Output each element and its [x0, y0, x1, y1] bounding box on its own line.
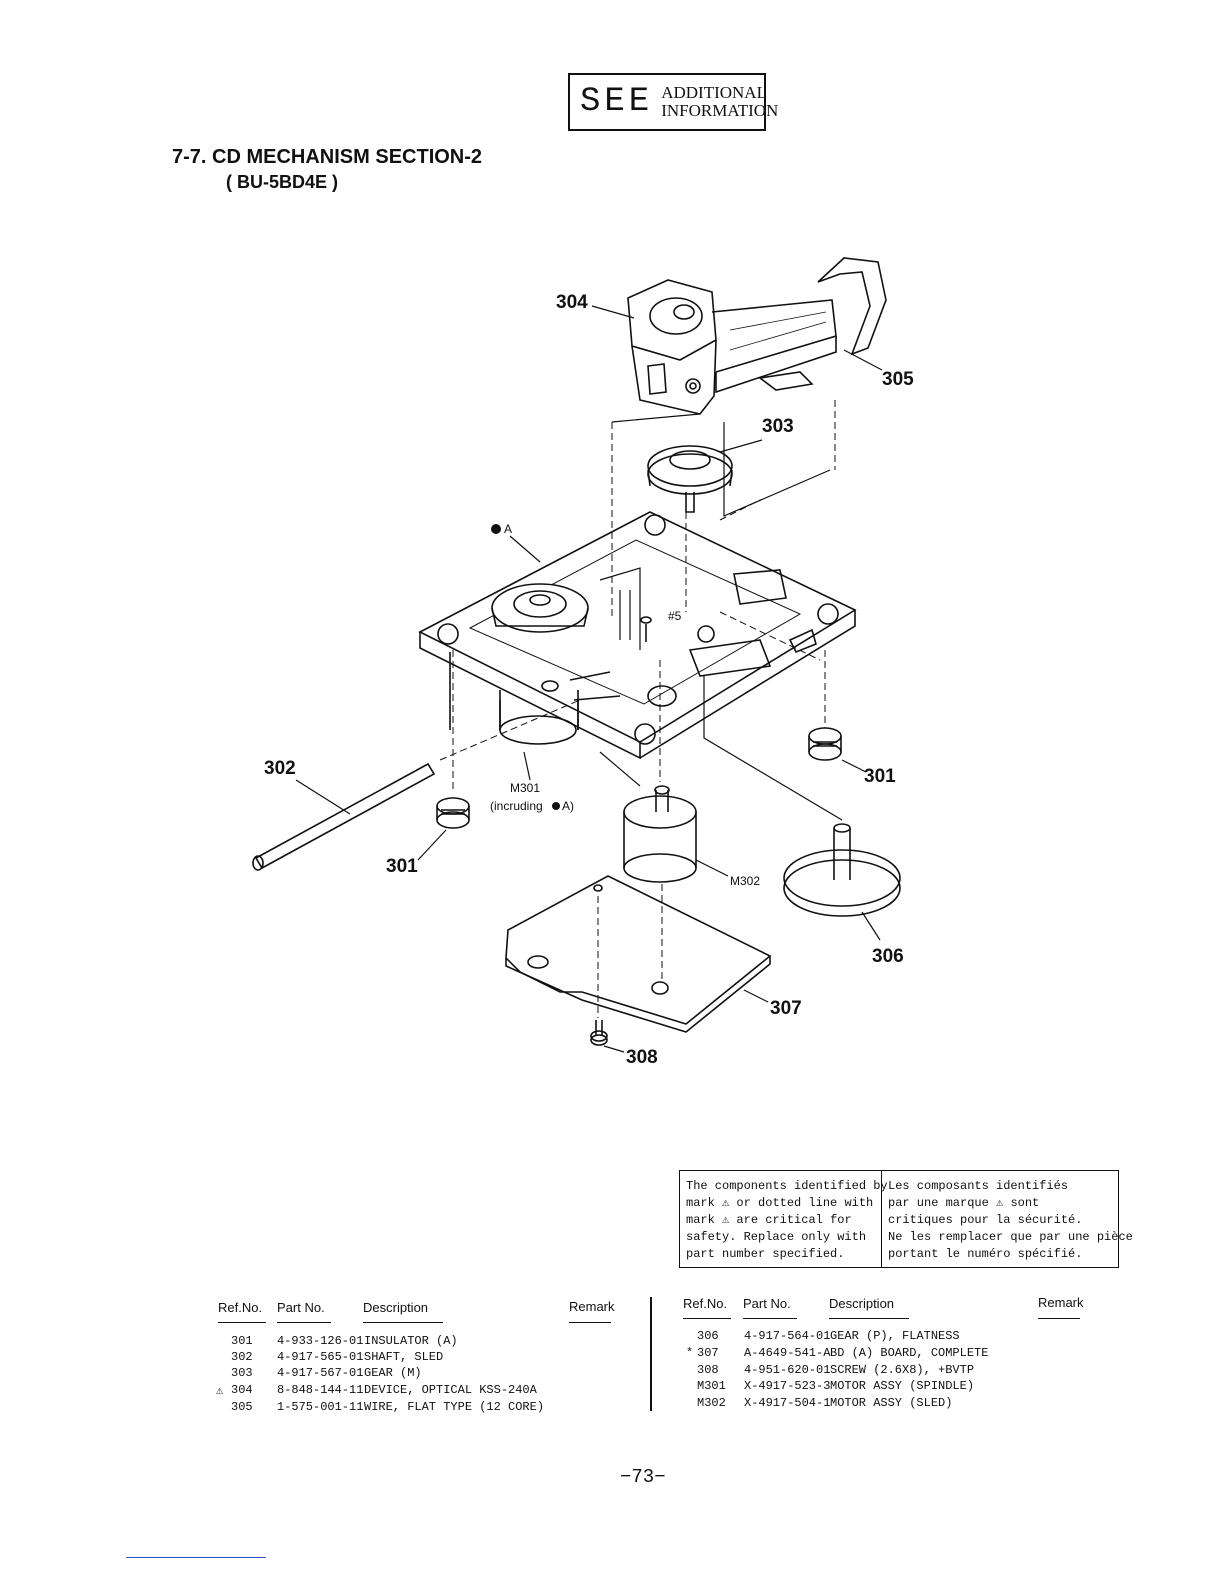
callout-301-right: 301: [864, 766, 896, 787]
row-desc: WIRE, FLAT TYPE (12 CORE): [364, 1400, 545, 1414]
callout-307: 307: [770, 998, 802, 1019]
dot-a-marker: [491, 524, 501, 534]
see-info-line1: ADDITIONAL: [661, 83, 767, 102]
table-divider: [650, 1297, 652, 1411]
row-ref: 303: [231, 1366, 253, 1380]
page-number: −73−: [620, 1466, 666, 1488]
row-ref: 301: [231, 1334, 253, 1348]
notice-en-line: The components identified by: [686, 1179, 888, 1193]
callout-m302: M302: [730, 874, 760, 888]
notice-en-line: mark ⚠ are critical for: [686, 1213, 852, 1227]
callout-305: 305: [882, 369, 914, 390]
spindle-motor-drawing: [449, 652, 579, 745]
row-part: 4-917-565-01: [277, 1350, 364, 1364]
callout-301-left: 301: [386, 856, 418, 877]
safety-notice-french: Les composants identifiés par une marque…: [882, 1171, 1133, 1267]
callout-a: A: [504, 522, 512, 536]
chassis-plate-drawing: [418, 511, 857, 760]
row-part: 1-575-001-11: [277, 1400, 364, 1414]
row-part: X-4917-504-1: [744, 1396, 831, 1410]
safety-notice-english: The components identified by mark ⚠ or d…: [680, 1171, 888, 1267]
header-description: Description: [829, 1296, 895, 1311]
see-info-line2: INFORMATION: [661, 101, 779, 120]
callout-m301-note-end: A): [562, 799, 574, 813]
see-info-text: ADDITIONAL INFORMATION: [661, 84, 778, 120]
row-ref: 308: [697, 1363, 719, 1377]
section-title: 7-7. CD MECHANISM SECTION-2: [172, 146, 483, 168]
header-ref-no: Ref.No.: [218, 1300, 263, 1315]
row-part: 4-951-620-01: [744, 1363, 831, 1377]
insulator-left-drawing: [436, 797, 470, 829]
row-part: 4-933-126-01: [277, 1334, 364, 1348]
header-remark: Remark: [569, 1299, 615, 1314]
row-part: 4-917-567-01: [277, 1366, 364, 1380]
see-additional-info-box: SEE ADDITIONAL INFORMATION: [568, 73, 778, 131]
row-desc: BD (A) BOARD, COMPLETE: [830, 1346, 989, 1360]
callout-m301-note: (incruding: [490, 799, 543, 813]
row-part: X-4917-523-3: [744, 1379, 831, 1393]
row-desc: GEAR (M): [364, 1366, 422, 1380]
row-desc: GEAR (P), FLATNESS: [830, 1329, 960, 1343]
header-remark: Remark: [1038, 1295, 1084, 1310]
row-desc: SCREW (2.6X8), +BVTP: [830, 1363, 975, 1377]
screw-308-drawing: [590, 1020, 608, 1046]
callout-304: 304: [556, 292, 588, 313]
callout-m301: M301: [510, 781, 540, 795]
callout-302: 302: [264, 758, 296, 779]
notice-fr-line: par une marque ⚠ sont: [888, 1196, 1040, 1210]
warning-mark-icon: ⚠: [216, 1384, 224, 1398]
insulator-right-drawing: [808, 727, 842, 761]
row-ref: 302: [231, 1350, 253, 1364]
dot-a-marker-2: [552, 802, 560, 810]
safety-notice-box: The components identified by mark ⚠ or d…: [679, 1170, 1133, 1268]
see-word: SEE: [580, 83, 654, 121]
gear-303-drawing: [647, 445, 733, 513]
row-part: A-4649-541-A: [744, 1346, 831, 1360]
row-ref: M302: [697, 1396, 726, 1410]
screw-5-drawing: [640, 616, 652, 642]
row-ref: 304: [231, 1383, 253, 1397]
notice-fr-line: Ne les remplacer que par une pièce: [888, 1230, 1133, 1244]
row-desc: DEVICE, OPTICAL KSS-240A: [364, 1383, 537, 1397]
row-desc: INSULATOR (A): [364, 1334, 458, 1348]
notice-fr-line: Les composants identifiés: [888, 1179, 1069, 1193]
shaft-302-drawing: [252, 762, 436, 871]
board-307-drawing: [505, 875, 772, 1033]
row-ref: 306: [697, 1329, 719, 1343]
row-ref: 307: [697, 1346, 719, 1360]
footer-line: [126, 1557, 266, 1558]
header-part-no: Part No.: [743, 1296, 791, 1311]
row-ref: 305: [231, 1400, 253, 1414]
row-part: 8-848-144-11: [277, 1383, 364, 1397]
row-desc: MOTOR ASSY (SPINDLE): [830, 1379, 975, 1393]
callout-screw-5: #5: [668, 609, 682, 623]
row-desc: MOTOR ASSY (SLED): [830, 1396, 953, 1410]
notice-en-line: mark ⚠ or dotted line with: [686, 1196, 874, 1210]
notice-fr-line: portant le numéro spécifié.: [888, 1247, 1083, 1261]
notice-fr-line: critiques pour la sécurité.: [888, 1213, 1083, 1227]
notice-en-line: part number specified.: [686, 1247, 845, 1261]
callout-306: 306: [872, 946, 904, 967]
optical-device-drawing: [627, 257, 887, 415]
section-subtitle: ( BU-5BD4E ): [226, 172, 339, 192]
header-description: Description: [363, 1300, 429, 1315]
sled-motor-drawing: [623, 785, 697, 883]
row-part: 4-917-564-01: [744, 1329, 831, 1343]
callout-303: 303: [762, 416, 794, 437]
row-desc: SHAFT, SLED: [364, 1350, 444, 1364]
notice-en-line: safety. Replace only with: [686, 1230, 867, 1244]
asterisk-mark: *: [686, 1346, 694, 1360]
gear-306-drawing: [783, 823, 901, 917]
callout-308: 308: [626, 1047, 658, 1068]
header-ref-no: Ref.No.: [683, 1296, 728, 1311]
row-ref: M301: [697, 1379, 726, 1393]
header-part-no: Part No.: [277, 1300, 325, 1315]
